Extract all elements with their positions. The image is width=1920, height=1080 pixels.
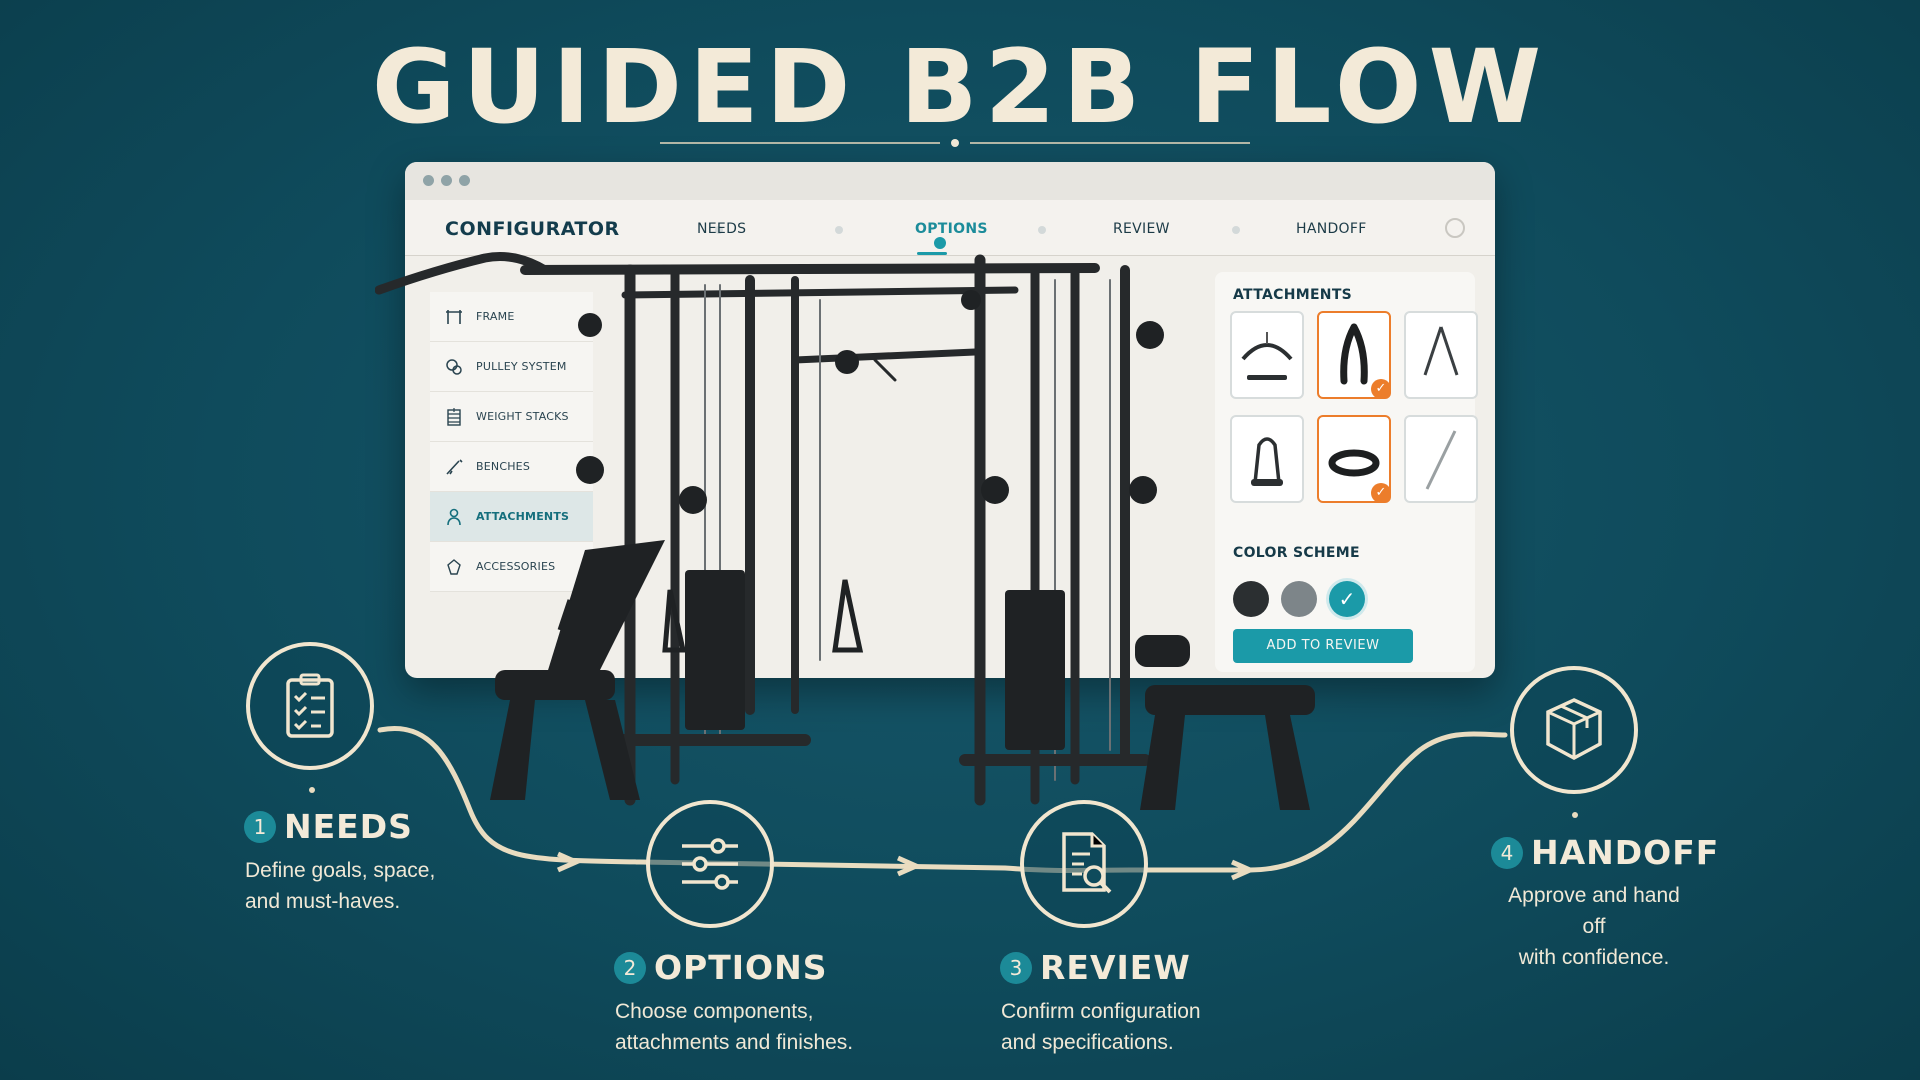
active-tab-indicator <box>917 252 947 255</box>
accessories-icon <box>447 558 461 575</box>
lat-bar-icon <box>1241 332 1293 380</box>
sidebar-item-label: PULLEY SYSTEM <box>476 360 567 373</box>
progress-dot <box>1232 226 1240 234</box>
selected-check-icon: ✓ <box>1371 483 1391 503</box>
attachment-tile[interactable] <box>1404 415 1478 503</box>
add-to-review-button[interactable]: ADD TO REVIEW <box>1233 629 1413 663</box>
ankle-strap-icon <box>1328 449 1380 477</box>
frame-icon <box>446 309 462 324</box>
window-titlebar <box>405 162 1495 200</box>
step-number-badge: 4 <box>1491 836 1523 869</box>
tab-options[interactable]: OPTIONS <box>915 221 988 237</box>
tab-needs[interactable]: NEEDS <box>697 221 747 237</box>
step-number-badge: 1 <box>244 810 276 843</box>
attachment-tile-selected[interactable]: ✓ <box>1317 311 1391 399</box>
sidebar-item-label: WEIGHT STACKS <box>476 410 569 423</box>
attachment-tile-selected[interactable]: ✓ <box>1317 415 1391 503</box>
step-options-description: Choose components, attachments and finis… <box>615 996 853 1058</box>
straight-bar-icon <box>1425 430 1457 490</box>
progress-dot <box>835 226 843 234</box>
multi-station-gym-illustration <box>375 252 1315 810</box>
sidebar-item-accessories[interactable]: ACCESSORIES <box>430 542 593 592</box>
sidebar-item-label: ATTACHMENTS <box>476 510 570 523</box>
attachments-heading: ATTACHMENTS <box>1233 287 1353 303</box>
step-title: NEEDS <box>284 807 413 846</box>
tab-review[interactable]: REVIEW <box>1113 221 1170 237</box>
step-handoff-circle <box>1510 666 1638 794</box>
sidebar-item-label: ACCESSORIES <box>476 560 556 573</box>
sidebar-item-pulley-system[interactable]: PULLEY SYSTEM <box>430 342 593 392</box>
window-dot-close[interactable] <box>423 175 434 186</box>
step-handoff-heading: 4 HANDOFF <box>1491 833 1719 872</box>
step-options-heading: 2 OPTIONS <box>614 948 827 987</box>
step-desc-line: and must-haves. <box>245 890 401 913</box>
configurator-header: CONFIGURATOR NEEDS OPTIONS REVIEW HANDOF… <box>405 200 1495 256</box>
step-desc-line: Choose components, <box>615 1000 814 1023</box>
step-number-badge: 3 <box>1000 951 1032 984</box>
step-desc-line: Define goals, space, <box>245 859 436 882</box>
attachment-tile[interactable] <box>1230 415 1304 503</box>
step-title: OPTIONS <box>654 948 828 987</box>
bench-icon <box>446 458 463 475</box>
attachment-tile[interactable] <box>1230 311 1304 399</box>
tricep-rope-icon <box>1340 323 1368 385</box>
step-number-badge: 2 <box>614 951 646 984</box>
sidebar-item-weight-stacks[interactable]: WEIGHT STACKS <box>430 392 593 442</box>
step-needs-heading: 1 NEEDS <box>244 807 413 846</box>
sidebar-item-attachments[interactable]: ATTACHMENTS <box>430 492 593 542</box>
step-title: HANDOFF <box>1531 833 1720 872</box>
pulley-icon <box>446 358 462 375</box>
configurator-brand: CONFIGURATOR <box>445 218 620 240</box>
step-needs-circle <box>246 642 374 770</box>
step-review-circle <box>1020 800 1148 928</box>
progress-dot <box>715 226 723 234</box>
active-step-dot <box>934 237 946 249</box>
step-desc-line: Approve and hand off <box>1508 884 1680 938</box>
window-dot-maximize[interactable] <box>459 175 470 186</box>
stirrup-handle-icon <box>1251 437 1283 486</box>
step-desc-line: attachments and finishes. <box>615 1031 854 1054</box>
sliders-icon <box>682 838 738 890</box>
progress-dot <box>1038 226 1046 234</box>
step-review-heading: 3 REVIEW <box>1000 948 1191 987</box>
step-title: REVIEW <box>1040 948 1191 987</box>
window-dot-minimize[interactable] <box>441 175 452 186</box>
v-bar-icon <box>1423 326 1459 376</box>
sidebar-item-benches[interactable]: BENCHES <box>430 442 593 492</box>
attachment-tile[interactable] <box>1404 311 1478 399</box>
component-sidebar: FRAME PULLEY SYSTEM WEIGHT STACKS BENCHE… <box>430 292 593 592</box>
color-swatch-gray[interactable] <box>1281 581 1317 617</box>
options-panel: ATTACHMENTS ✓ ✓ COLOR SCHEME ✓ ADD TO RE… <box>1215 272 1478 672</box>
step-options-circle <box>646 800 774 928</box>
sidebar-item-frame[interactable]: FRAME <box>430 292 593 342</box>
header-circle-button[interactable] <box>1445 218 1465 238</box>
tab-handoff[interactable]: HANDOFF <box>1296 221 1367 237</box>
sidebar-item-label: BENCHES <box>476 460 531 473</box>
color-swatch-teal-selected[interactable]: ✓ <box>1329 581 1365 617</box>
title-divider <box>660 139 1250 147</box>
attachment-icon <box>447 508 461 525</box>
selected-check-icon: ✓ <box>1371 379 1391 399</box>
step-desc-line: Confirm configuration <box>1001 1000 1201 1023</box>
sidebar-item-label: FRAME <box>476 310 515 323</box>
document-search-icon <box>1062 832 1112 894</box>
step-desc-line: and specifications. <box>1001 1031 1174 1054</box>
step-needs-description: Define goals, space, and must-haves. <box>245 855 435 917</box>
step-handoff-description: Approve and hand off with confidence. <box>1494 880 1694 973</box>
page-title: GUIDED B2B FLOW <box>371 28 1549 147</box>
package-icon <box>1546 698 1602 760</box>
weight-stack-icon <box>447 407 461 426</box>
configurator-window: CONFIGURATOR NEEDS OPTIONS REVIEW HANDOF… <box>405 162 1495 678</box>
step-review-description: Confirm configuration and specifications… <box>1001 996 1201 1058</box>
checklist-icon <box>286 673 334 738</box>
color-swatch-black[interactable] <box>1233 581 1269 617</box>
step-desc-line: with confidence. <box>1518 946 1670 969</box>
color-scheme-heading: COLOR SCHEME <box>1233 545 1360 561</box>
